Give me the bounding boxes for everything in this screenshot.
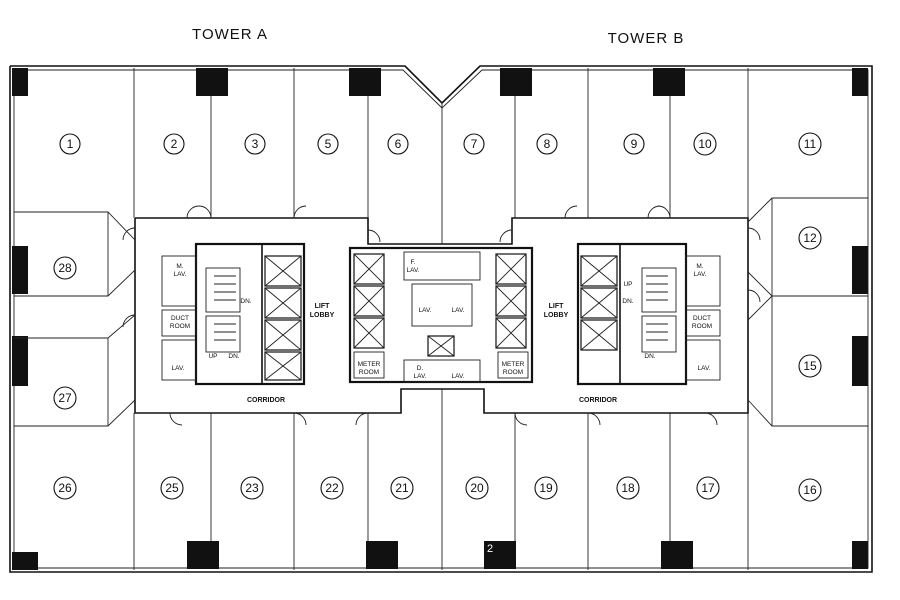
unit-number: 26 xyxy=(58,481,72,495)
duct-room-label-b: DUCT xyxy=(693,315,711,322)
lav-label-mid-2: LAV. xyxy=(451,307,464,314)
lav-label-mid: LAV. xyxy=(418,307,431,314)
meter-room-label-2: ROOM xyxy=(359,369,379,376)
unit-number: 20 xyxy=(470,481,484,495)
unit-9: 9 xyxy=(623,133,645,155)
unit-number: 7 xyxy=(471,137,478,151)
unit-number: 18 xyxy=(621,481,635,495)
unit-number: 8 xyxy=(544,137,551,151)
watermark-text: 2 xyxy=(487,543,493,555)
unit-number: 23 xyxy=(245,481,259,495)
dn-label: DN. xyxy=(228,353,239,360)
unit-8: 8 xyxy=(536,133,558,155)
unit-2: 2 xyxy=(163,133,185,155)
unit-number: 11 xyxy=(804,137,817,151)
tower-a-core xyxy=(161,242,306,386)
tower-b-title: TOWER B xyxy=(608,30,685,47)
structural-columns xyxy=(12,68,868,570)
unit-5: 5 xyxy=(317,133,339,155)
unit-number: 25 xyxy=(165,481,179,495)
door-swings xyxy=(122,205,761,426)
m-lav-label-2: LAV. xyxy=(173,271,186,278)
unit-number: 28 xyxy=(58,261,72,275)
unit-number: 17 xyxy=(701,481,715,495)
unit-number: 16 xyxy=(803,483,817,497)
middle-core xyxy=(348,246,534,384)
unit-number: 2 xyxy=(171,137,178,151)
unit-6: 6 xyxy=(387,133,409,155)
unit-27: 27 xyxy=(53,386,77,410)
middle-core-labels: F. LAV. LAV. LAV. METER ROOM METER ROOM … xyxy=(358,259,525,380)
lift-lobby-label-2: LOBBY xyxy=(310,312,335,319)
dn-label-2: DN. xyxy=(240,298,251,305)
d-lav-label-2: LAV. xyxy=(413,373,426,380)
d-lav-label: D. xyxy=(417,365,424,372)
unit-number: 1 xyxy=(67,137,74,151)
unit-number: 5 xyxy=(325,137,332,151)
unit-number: 3 xyxy=(252,137,259,151)
unit-11: 11 xyxy=(798,132,822,156)
unit-19: 19 xyxy=(534,476,558,500)
lift-lobby-label: LIFT xyxy=(315,303,330,310)
unit-26: 26 xyxy=(53,476,77,500)
unit-number: 6 xyxy=(395,137,402,151)
unit-12: 12 xyxy=(798,226,822,250)
unit-23: 23 xyxy=(240,476,264,500)
unit-partitions xyxy=(14,68,868,570)
unit-number: 19 xyxy=(539,481,553,495)
f-lav-label-2: LAV. xyxy=(406,267,419,274)
m-lav-label-b-2: LAV. xyxy=(693,271,706,278)
unit-25: 25 xyxy=(160,476,184,500)
meter-room-label-b-2: ROOM xyxy=(503,369,523,376)
unit-17: 17 xyxy=(696,476,720,500)
m-lav-label-b: M. xyxy=(696,263,703,270)
unit-number: 10 xyxy=(698,137,712,151)
duct-room-label-2: ROOM xyxy=(170,323,190,330)
lift-lobby-label-b-2: LOBBY xyxy=(544,312,569,319)
corridor-label-b: CORRIDOR xyxy=(579,397,617,404)
f-lav-label: F. xyxy=(410,259,415,266)
unit-21: 21 xyxy=(390,476,414,500)
tower-b-core-labels: M. LAV. DUCT ROOM LAV. UP DN. DN. LIFT L… xyxy=(544,263,712,404)
dn-label-b: DN. xyxy=(622,298,633,305)
up-label-b: UP xyxy=(623,281,632,288)
unit-3: 3 xyxy=(244,133,266,155)
lav-label: LAV. xyxy=(171,365,184,372)
unit-16: 16 xyxy=(798,478,822,502)
up-label: UP xyxy=(208,353,217,360)
unit-22: 22 xyxy=(320,476,344,500)
tower-a-core-labels: M. LAV. DUCT ROOM LAV. UP DN. DN. LIFT L… xyxy=(170,263,335,404)
m-lav-label: M. xyxy=(176,263,183,270)
unit-number: 27 xyxy=(58,391,72,405)
meter-room-label-b: METER xyxy=(502,361,525,368)
unit-28: 28 xyxy=(53,256,77,280)
unit-10: 10 xyxy=(693,132,717,156)
meter-room-label: METER xyxy=(358,361,381,368)
dn-label-b-2: DN. xyxy=(644,353,655,360)
tower-a-title: TOWER A xyxy=(192,26,268,43)
lift-lobby-label-b: LIFT xyxy=(549,303,564,310)
duct-room-label: DUCT xyxy=(171,315,189,322)
corridor-label-a: CORRIDOR xyxy=(247,397,285,404)
unit-number: 12 xyxy=(803,231,817,245)
unit-15: 15 xyxy=(798,354,822,378)
tower-b-core xyxy=(576,242,721,386)
unit-number: 9 xyxy=(631,137,638,151)
duct-room-label-b-2: ROOM xyxy=(692,323,712,330)
lav-label-b: LAV. xyxy=(697,365,710,372)
unit-number: 15 xyxy=(803,359,817,373)
unit-18: 18 xyxy=(616,476,640,500)
unit-20: 20 xyxy=(465,476,489,500)
unit-7: 7 xyxy=(463,133,485,155)
unit-number: 22 xyxy=(325,481,339,495)
unit-numbers: 1 2 3 5 6 7 8 9 10 11 12 15 28 27 26 25 … xyxy=(53,132,822,502)
unit-1: 1 xyxy=(59,133,81,155)
unit-number: 21 xyxy=(395,481,409,495)
lav-label-mid-3: LAV. xyxy=(451,373,464,380)
